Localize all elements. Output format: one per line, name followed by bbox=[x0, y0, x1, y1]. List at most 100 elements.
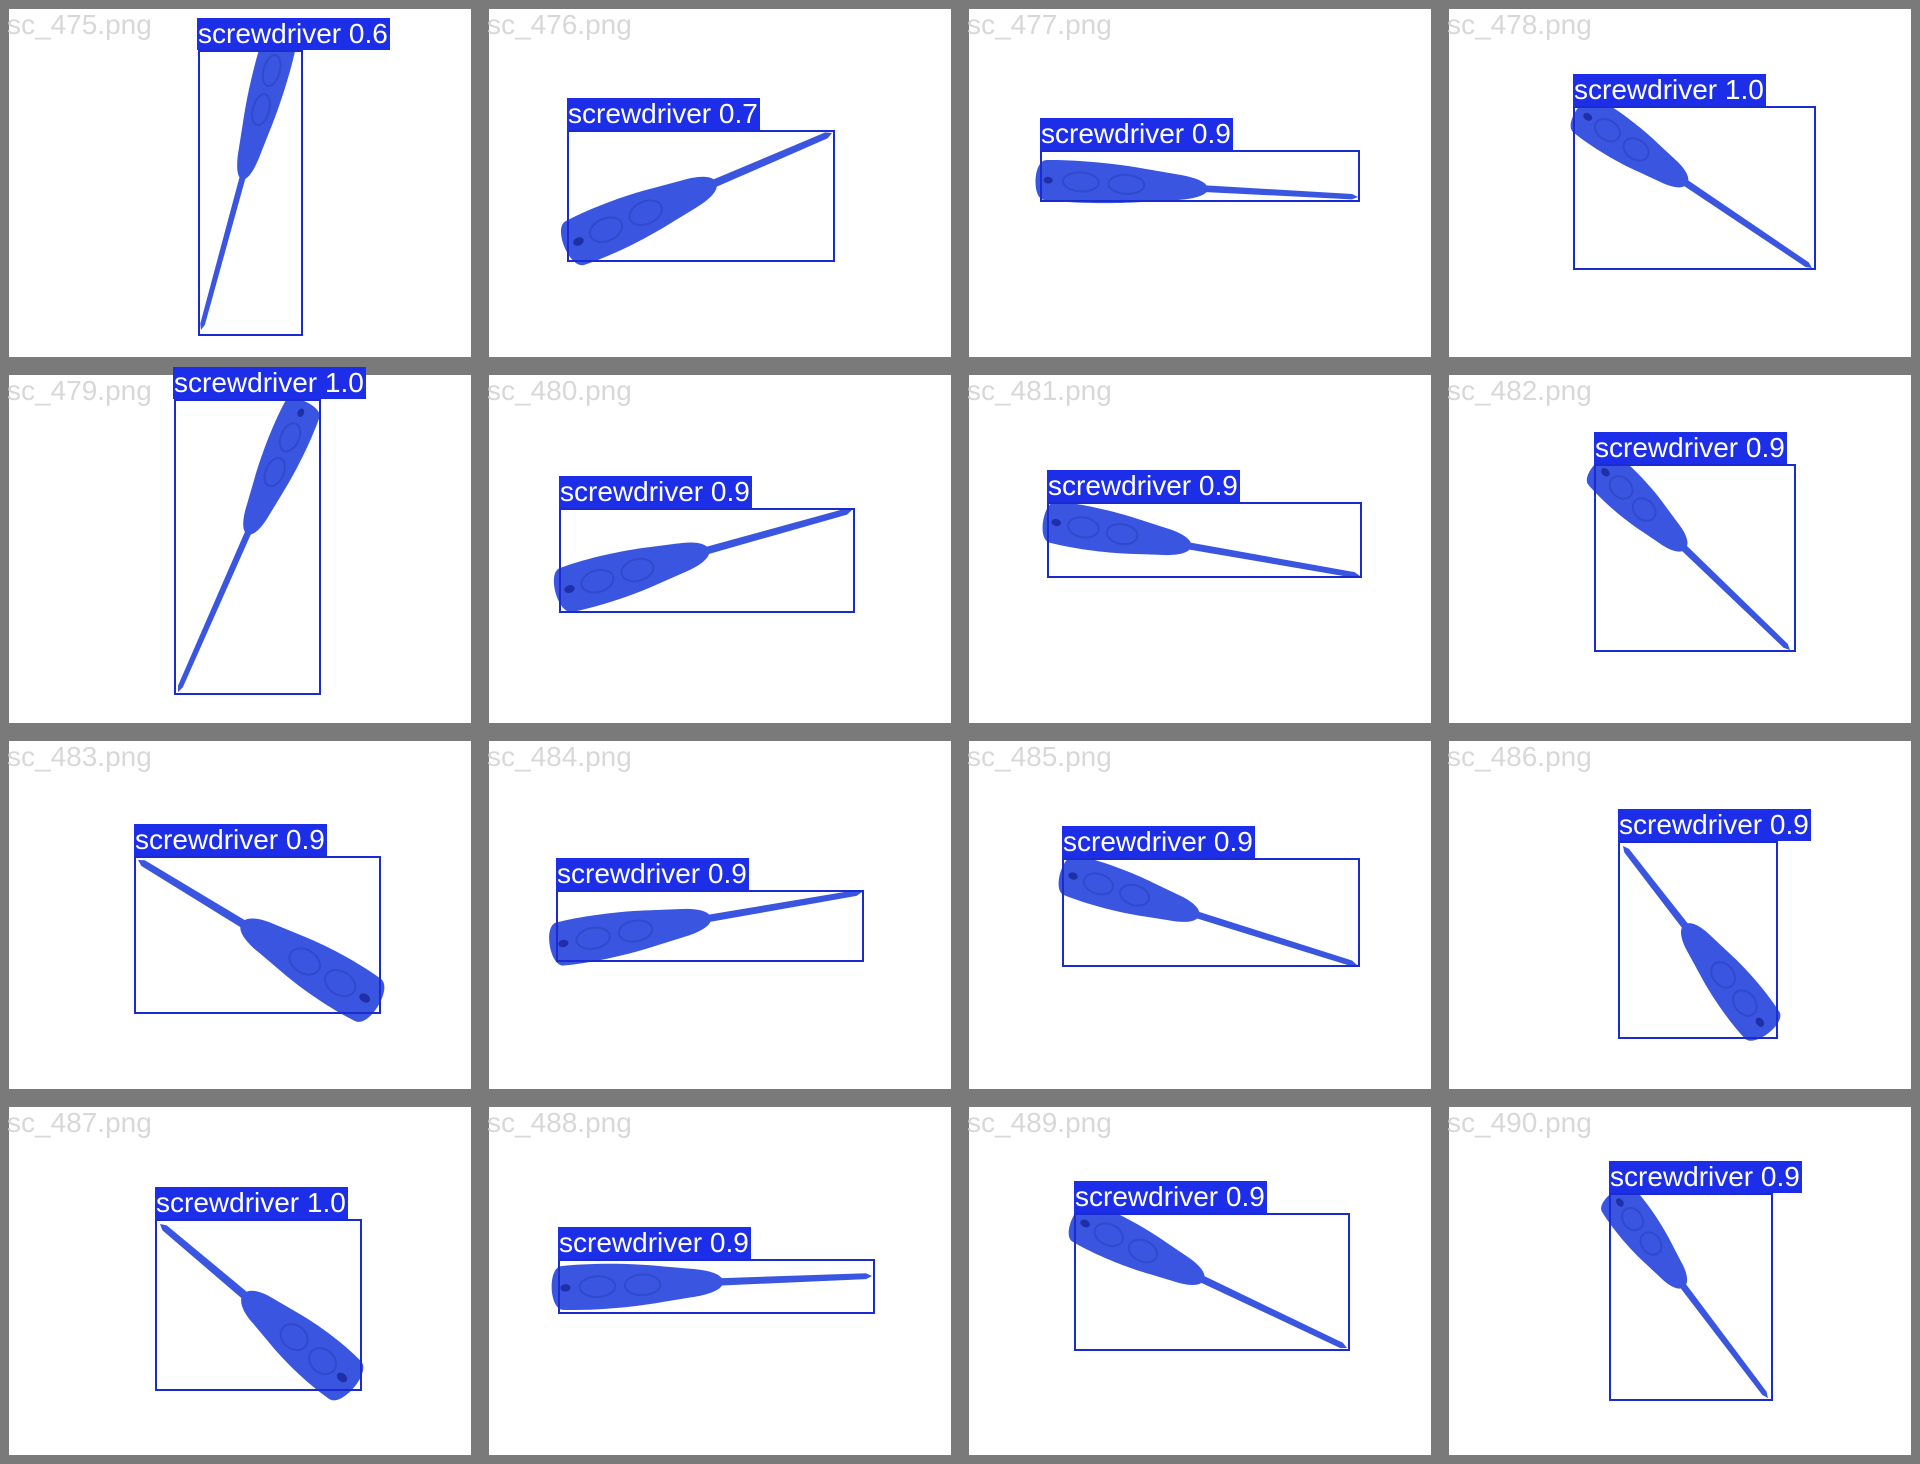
tile-image bbox=[1586, 453, 1790, 650]
tile-image bbox=[553, 508, 852, 612]
detection-bounding-box bbox=[558, 1259, 875, 1314]
tile-image bbox=[1622, 845, 1781, 1041]
screwdriver-shaft bbox=[178, 529, 252, 692]
handle-hole bbox=[359, 993, 371, 1003]
screwdriver-object bbox=[178, 398, 320, 692]
screwdriver-shaft bbox=[1679, 543, 1790, 650]
handle-hole bbox=[1068, 872, 1078, 880]
detection-bounding-box bbox=[1074, 1213, 1350, 1351]
handle-grip-groove bbox=[588, 216, 624, 243]
screwdriver-object bbox=[561, 132, 832, 265]
handle-grip-groove bbox=[263, 456, 286, 488]
handle-hole bbox=[1051, 519, 1062, 527]
screwdriver-object bbox=[1042, 501, 1360, 578]
image-tile: sc_488.png bbox=[480, 1098, 960, 1464]
handle-grip-groove bbox=[251, 93, 271, 127]
screwdriver-object bbox=[549, 890, 862, 966]
handle-grip-groove bbox=[288, 947, 321, 976]
screwdriver-object bbox=[551, 1263, 872, 1311]
screwdriver-handle bbox=[237, 31, 297, 180]
tile-filename: sc_489.png bbox=[967, 1107, 1112, 1138]
tile-image bbox=[1601, 1185, 1769, 1399]
tile-filename: sc_478.png bbox=[1447, 9, 1592, 40]
handle-hole bbox=[1583, 112, 1593, 121]
detection-bounding-box bbox=[198, 50, 303, 336]
handle-grip-groove bbox=[323, 968, 357, 998]
screwdriver-shaft bbox=[706, 890, 862, 923]
handle-grip-groove bbox=[1067, 516, 1100, 539]
handle-grip-groove bbox=[1107, 173, 1146, 195]
detection-label: screwdriver 0.9 bbox=[134, 824, 327, 856]
screwdriver-shaft bbox=[1681, 178, 1812, 268]
image-tile: sc_481.png bbox=[960, 366, 1440, 732]
tile-filename: sc_488.png bbox=[487, 1107, 632, 1138]
handle-hole bbox=[560, 1284, 571, 1292]
detection-label: screwdriver 0.9 bbox=[1609, 1161, 1802, 1193]
screwdriver-shaft bbox=[200, 174, 247, 331]
detection-label: screwdriver 1.0 bbox=[173, 367, 366, 399]
handle-grip-groove bbox=[1710, 961, 1736, 989]
detection-bounding-box bbox=[556, 890, 864, 962]
detection-bounding-box bbox=[1609, 1193, 1773, 1401]
handle-grip-groove bbox=[575, 926, 611, 950]
detection-label: screwdriver 0.9 bbox=[1594, 432, 1787, 464]
handle-grip-groove bbox=[1082, 872, 1114, 896]
handle-grip-groove bbox=[1622, 137, 1650, 162]
handle-grip-groove bbox=[580, 568, 615, 594]
handle-grip-groove bbox=[1608, 475, 1634, 500]
detection-bounding-box bbox=[174, 399, 321, 695]
handle-hole bbox=[573, 237, 584, 246]
image-tile: sc_485.png bbox=[960, 732, 1440, 1098]
handle-hole bbox=[1601, 468, 1610, 477]
screwdriver-object bbox=[1622, 845, 1781, 1041]
detection-bounding-box bbox=[1062, 858, 1360, 967]
detection-label: screwdriver 0.9 bbox=[1047, 470, 1240, 502]
screwdriver-object bbox=[1570, 96, 1812, 268]
screwdriver-object bbox=[553, 508, 852, 612]
screwdriver-shaft bbox=[704, 508, 852, 555]
screwdriver-handle bbox=[549, 908, 712, 966]
handle-grip-groove bbox=[623, 1273, 662, 1297]
tile-image bbox=[551, 1263, 872, 1311]
detection-label: screwdriver 0.9 bbox=[1074, 1181, 1267, 1213]
tile-filename: sc_479.png bbox=[7, 375, 152, 406]
image-tile: sc_490.png bbox=[1440, 1098, 1920, 1464]
handle-grip-groove bbox=[628, 199, 663, 227]
tile-image bbox=[178, 398, 320, 692]
screwdriver-shaft bbox=[159, 1223, 249, 1300]
handle-grip-groove bbox=[279, 1323, 309, 1352]
tile-image bbox=[1058, 855, 1358, 966]
handle-grip-groove bbox=[617, 919, 654, 943]
tile-filename: sc_480.png bbox=[487, 375, 632, 406]
detection-label: screwdriver 1.0 bbox=[155, 1187, 348, 1219]
tile-image bbox=[138, 860, 385, 1022]
detection-bounding-box bbox=[559, 508, 855, 613]
detection-label: screwdriver 1.0 bbox=[1573, 74, 1766, 106]
detection-bounding-box bbox=[1594, 464, 1796, 652]
handle-grip-groove bbox=[1105, 523, 1139, 546]
screwdriver-shaft bbox=[1678, 1281, 1769, 1399]
screwdriver-shaft bbox=[711, 132, 832, 188]
screwdriver-shaft bbox=[719, 1273, 872, 1286]
screwdriver-shaft bbox=[1198, 1274, 1348, 1349]
tile-filename: sc_486.png bbox=[1447, 741, 1592, 772]
detection-label: screwdriver 0.9 bbox=[559, 476, 752, 508]
handle-grip-groove bbox=[261, 54, 282, 88]
detection-label: screwdriver 0.9 bbox=[556, 858, 749, 890]
handle-hole bbox=[564, 585, 575, 593]
handle-grip-groove bbox=[278, 422, 302, 453]
tile-filename: sc_481.png bbox=[967, 375, 1112, 406]
handle-grip-groove bbox=[578, 1275, 617, 1298]
screwdriver-object bbox=[1601, 1185, 1769, 1399]
screwdriver-handle bbox=[553, 542, 710, 612]
screwdriver-handle bbox=[1058, 855, 1200, 922]
detection-bounding-box bbox=[155, 1219, 362, 1391]
handle-hole bbox=[1616, 1198, 1624, 1207]
tile-image bbox=[1035, 160, 1358, 204]
detection-bounding-box bbox=[1618, 841, 1778, 1039]
handle-hole bbox=[336, 1372, 348, 1383]
image-tile: sc_477.png bbox=[960, 0, 1440, 366]
handle-hole bbox=[1755, 1017, 1765, 1027]
screwdriver-handle bbox=[1042, 501, 1192, 556]
